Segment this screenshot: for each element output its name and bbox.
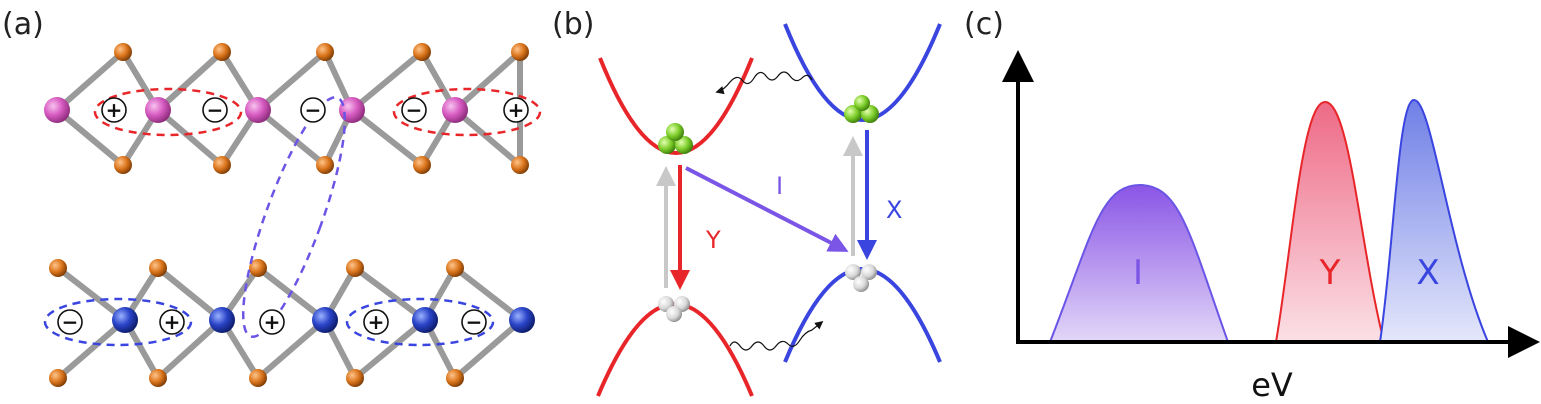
panel-a-label: (a) (2, 7, 44, 42)
svg-text:+: + (106, 98, 123, 122)
svg-text:+: + (368, 310, 385, 334)
bottom-charge-signs: − + + + − (57, 309, 487, 335)
blue-conduction-band (783, 23, 942, 122)
svg-text:+: + (264, 310, 281, 334)
svg-text:+: + (164, 310, 181, 334)
electron-cluster-blue (844, 95, 879, 123)
peak-y-label: Y (1319, 253, 1341, 293)
svg-text:−: − (305, 98, 322, 122)
svg-text:−: − (207, 98, 224, 122)
electron-cluster-red (658, 123, 693, 154)
top-chalcogen-atoms (114, 43, 529, 174)
bottom-metal-atoms (112, 307, 535, 333)
hole-cluster-red (658, 296, 690, 322)
panel-a: (a) (2, 7, 542, 387)
panel-b: (b) Y (552, 7, 942, 397)
panel-c: (c) I Y X eV (964, 7, 1540, 404)
peak-y (1274, 100, 1386, 343)
panel-c-label: (c) (964, 7, 1004, 42)
peak-x-label: X (1416, 253, 1439, 293)
red-conduction-band (598, 57, 754, 155)
intralayer-exciton-bottom-left (43, 297, 193, 347)
interlayer-exciton-ellipse (241, 96, 347, 338)
i-transition-label: I (776, 172, 783, 200)
top-metal-atoms (44, 97, 468, 123)
svg-text:−: − (406, 98, 423, 122)
x-axis-label: eV (1251, 366, 1293, 404)
svg-text:−: − (62, 310, 79, 334)
intralayer-exciton-top-right (392, 87, 542, 137)
peak-x (1378, 98, 1490, 343)
hole-cluster-blue (845, 264, 877, 292)
svg-text:−: − (466, 310, 483, 334)
peak-i-label: I (1133, 253, 1143, 293)
i-transition-arrow (685, 166, 849, 252)
y-transition-label: Y (705, 226, 721, 254)
bottom-chalcogen-atoms (49, 259, 464, 387)
peak-i (1048, 183, 1230, 343)
hole-transfer-wavy-arrow (729, 320, 824, 351)
intralayer-exciton-bottom-right (345, 297, 495, 347)
electron-transfer-wavy-arrow (715, 71, 813, 95)
top-charge-signs: + − − − + (101, 97, 529, 123)
intralayer-exciton-top-left (93, 87, 243, 137)
svg-text:+: + (508, 98, 525, 122)
panel-b-label: (b) (552, 7, 594, 42)
x-transition-label: X (886, 196, 902, 224)
